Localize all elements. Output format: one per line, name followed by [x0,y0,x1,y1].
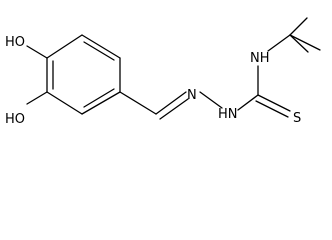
nh-c-bond [237,94,259,111]
n-n-bond [199,91,223,109]
oh-top-label: HO [5,35,25,50]
oh-bottom-bond [26,91,48,105]
bonds [26,17,321,120]
ring-bond-6 [46,34,83,59]
nh-tbu-bond [267,34,291,52]
chemical-structure: HO HO N HN NH S [5,17,321,127]
ch-n-double-1 [155,91,187,115]
nh-label: NH [250,51,270,66]
atom-labels: HO HO N HN NH S [5,35,301,127]
ring-bond-1 [81,34,121,59]
hn-label: HN [218,107,238,122]
c-s-double-2 [255,100,289,118]
ring-ch-bond [119,91,157,115]
n-label: N [187,88,197,103]
ring-double-2 [83,88,115,108]
ch-n-double-2 [159,98,189,120]
s-label: S [293,111,301,126]
oh-top-bond [26,45,48,59]
ring-bond-4 [46,91,83,115]
ring-bond-3 [81,91,121,115]
tbu-methyl-3 [289,34,309,53]
c-s-double-1 [257,94,291,112]
tbu-methyl-1 [289,17,308,36]
oh-bottom-label: HO [5,112,25,127]
tbu-methyl-2 [289,34,321,51]
ring-double-1 [83,41,115,61]
